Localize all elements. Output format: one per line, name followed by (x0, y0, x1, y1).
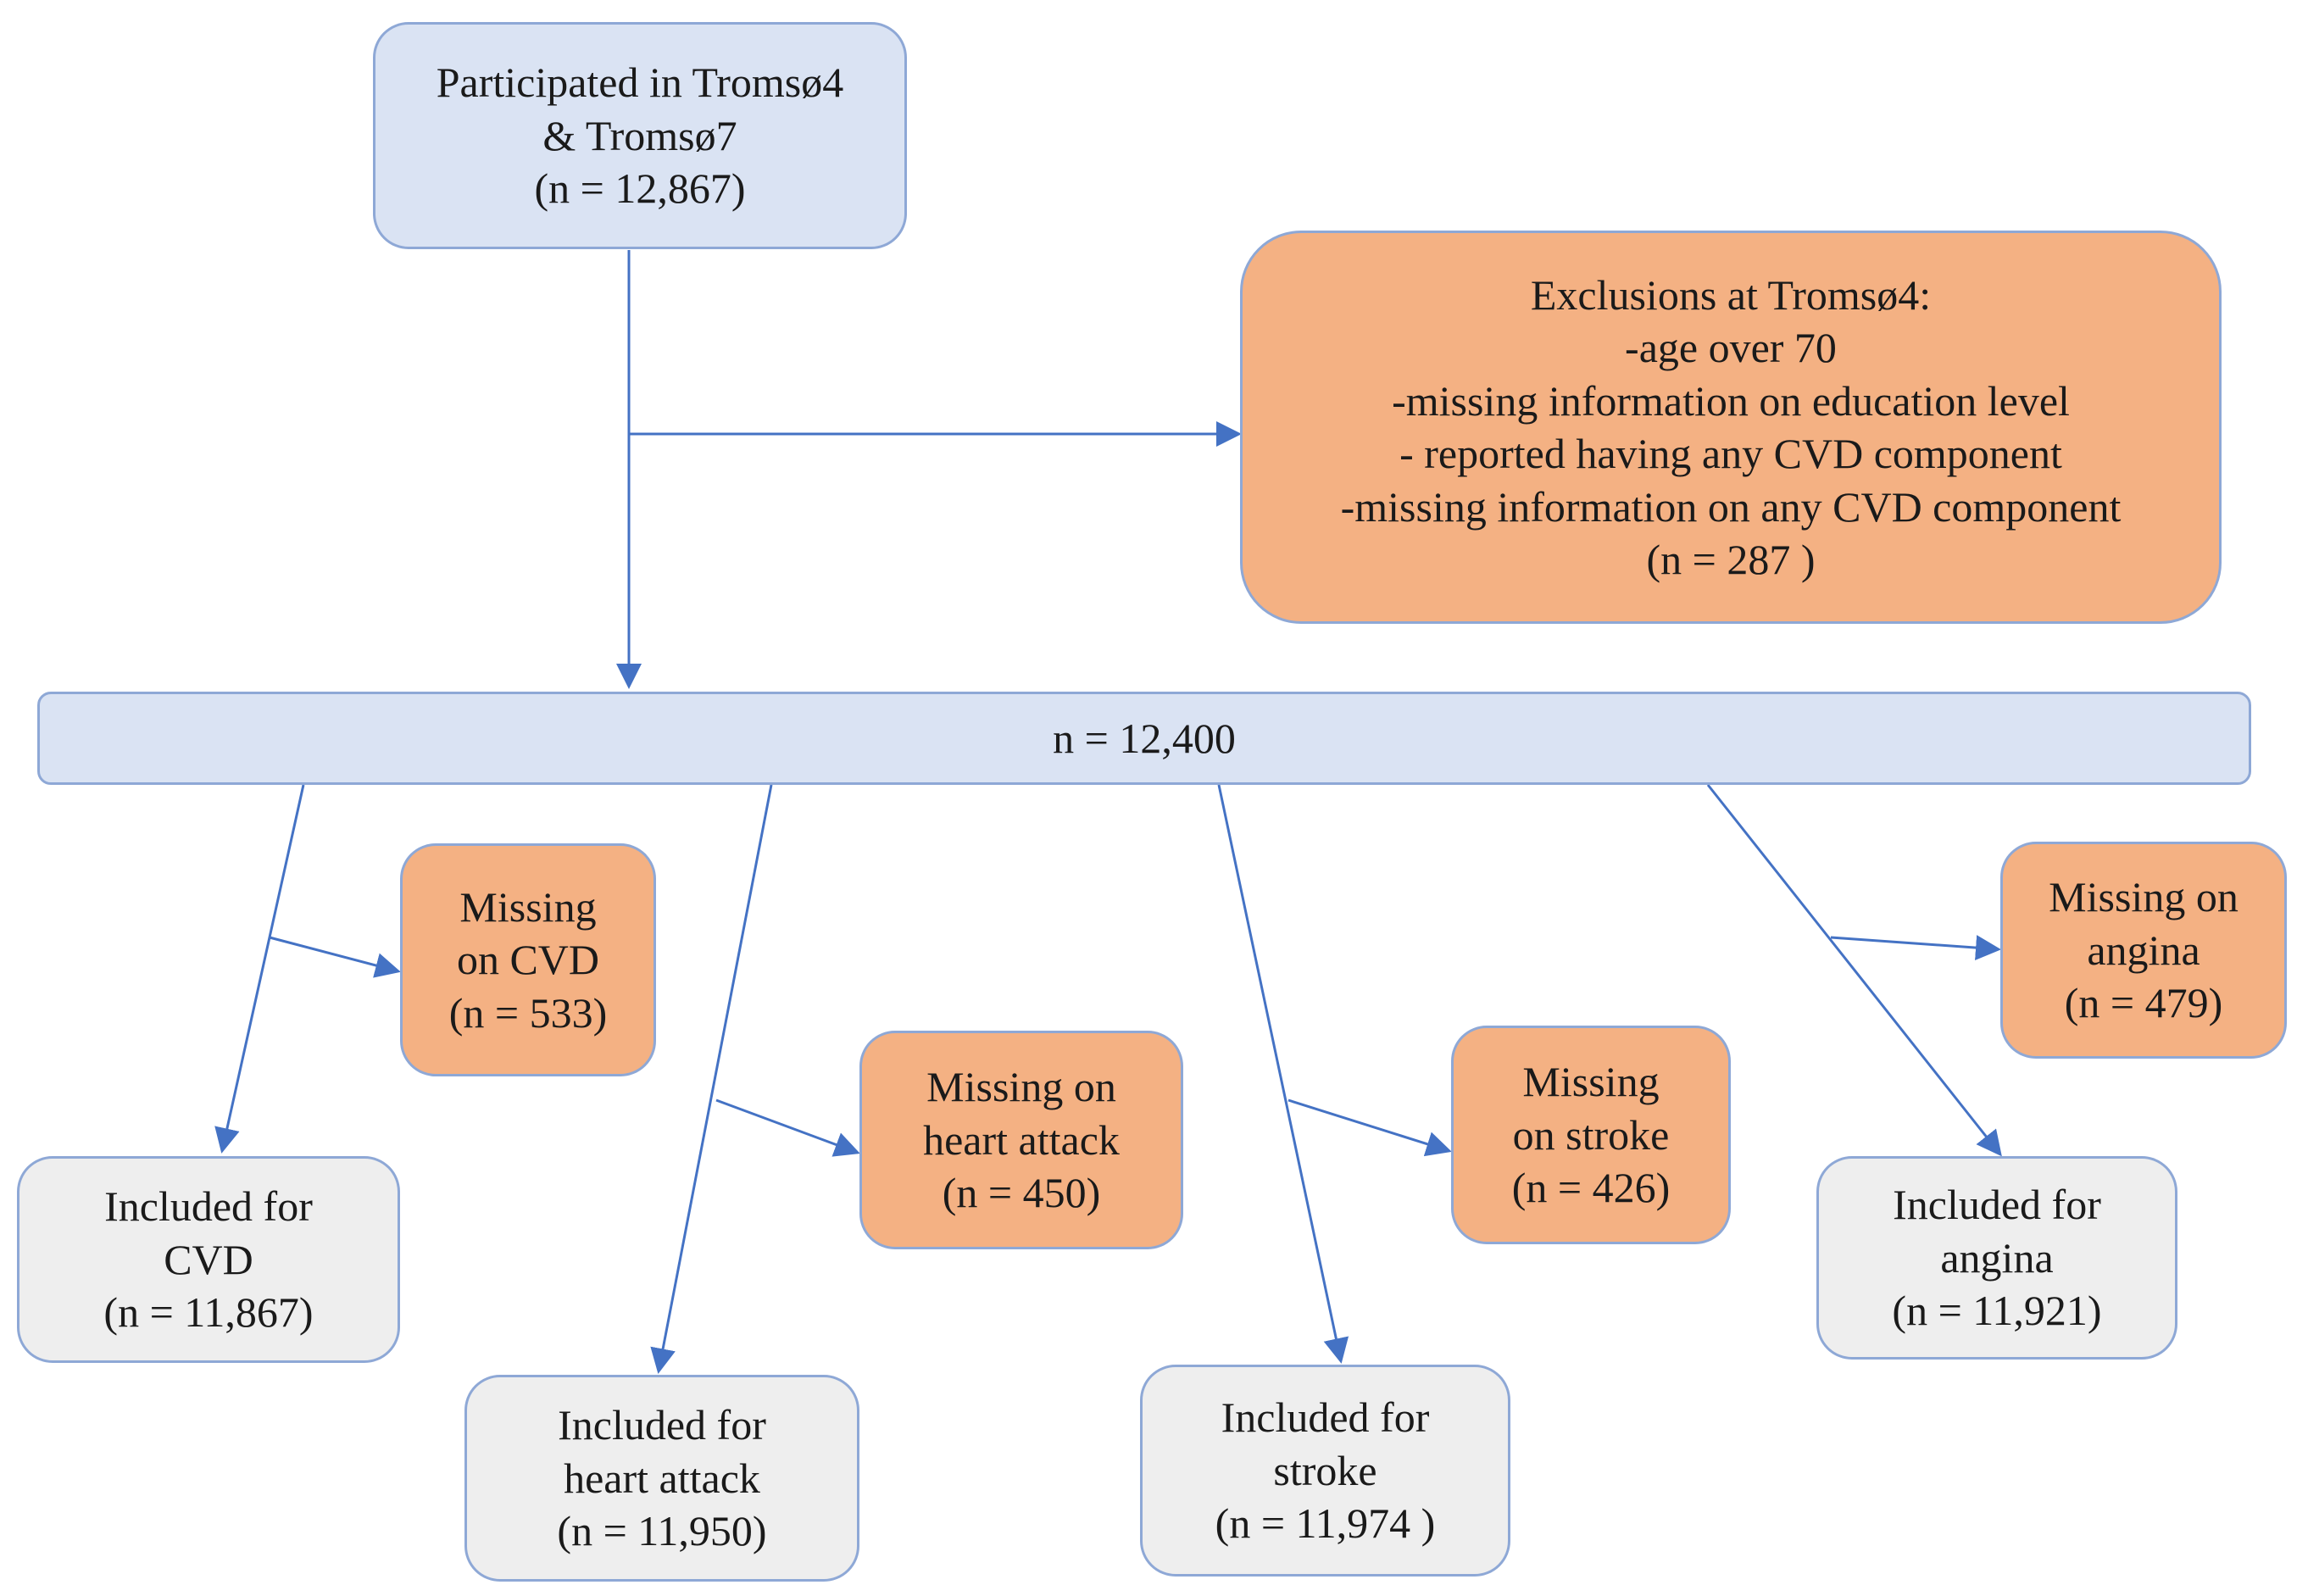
included-heart-attack-box: Included for heart attack (n = 11,950) (464, 1375, 859, 1582)
included-angina-line-2: angina (1940, 1233, 2054, 1282)
exclusion-age: -age over 70 (1625, 324, 1837, 371)
missing-stroke-line-2: on stroke (1512, 1110, 1670, 1159)
missing-cvd-line-2: on CVD (456, 936, 600, 984)
exclusions-count: (n = 287 ) (1646, 536, 1816, 583)
included-angina-line-1: Included for (1893, 1181, 2101, 1229)
missing-cvd-line-1: Missing (459, 882, 597, 931)
missing-cvd-count: (n = 533) (448, 988, 608, 1037)
exclusion-cvd-missing: -missing information on any CVD componen… (1340, 482, 2122, 531)
arrow-to-missing-angina (1830, 935, 2001, 961)
included-stroke-count: (n = 11,974 ) (1215, 1499, 1436, 1548)
included-heart-attack-line-2: heart attack (564, 1454, 760, 1502)
participated-line-1: Participated in Tromsø4 (436, 58, 844, 107)
included-angina-count: (n = 11,921) (1892, 1287, 2102, 1335)
missing-angina-line-2: angina (2087, 926, 2200, 974)
included-cvd-line-2: CVD (164, 1235, 253, 1283)
included-cvd-line-1: Included for (104, 1182, 313, 1231)
missing-stroke-box: Missing on stroke (n = 426) (1451, 1026, 1731, 1244)
arrow-to-missing-cvd (269, 936, 401, 978)
included-angina-box: Included for angina (n = 11,921) (1816, 1156, 2177, 1360)
included-cvd-count: (n = 11,867) (103, 1288, 314, 1337)
missing-cvd-box: Missing on CVD (n = 533) (400, 843, 656, 1076)
arrow-total-to-included-stroke (1217, 784, 1349, 1364)
included-stroke-line-1: Included for (1221, 1393, 1430, 1442)
arrow-total-to-included-heart-attack (650, 784, 773, 1374)
missing-angina-box: Missing on angina (n = 479) (2000, 842, 2287, 1059)
participated-count: (n = 12,867) (534, 164, 746, 213)
missing-heart-attack-line-2: heart attack (923, 1115, 1120, 1164)
missing-stroke-line-1: Missing (1522, 1058, 1660, 1106)
arrow-total-to-included-cvd (214, 784, 305, 1154)
arrow-to-missing-stroke (1287, 1098, 1452, 1157)
included-cvd-box: Included for CVD (n = 11,867) (17, 1156, 400, 1363)
included-heart-attack-line-1: Included for (558, 1401, 766, 1449)
missing-angina-count: (n = 479) (2064, 979, 2223, 1027)
participated-box: Participated in Tromsø4 & Tromsø7 (n = 1… (373, 22, 907, 249)
participated-line-2: & Tromsø7 (542, 111, 737, 159)
included-stroke-box: Included for stroke (n = 11,974 ) (1140, 1365, 1510, 1577)
missing-stroke-count: (n = 426) (1511, 1164, 1671, 1212)
missing-angina-line-1: Missing on (2049, 873, 2238, 921)
included-heart-attack-count: (n = 11,950) (557, 1507, 767, 1555)
missing-heart-attack-line-1: Missing on (926, 1063, 1116, 1111)
exclusions-box: Exclusions at Tromsø4: -age over 70 -mis… (1240, 231, 2222, 624)
total-count: n = 12,400 (1053, 714, 1236, 762)
exclusions-title: Exclusions at Tromsø4: (1530, 270, 1932, 319)
arrow-total-to-included-angina (1706, 784, 2002, 1157)
arrow-to-missing-heart-attack (715, 1098, 860, 1157)
missing-heart-attack-box: Missing on heart attack (n = 450) (859, 1031, 1183, 1249)
exclusion-cvd-reported: - reported having any CVD component (1399, 430, 2062, 477)
included-stroke-line-2: stroke (1273, 1446, 1377, 1494)
exclusion-education: -missing information on education level (1392, 376, 2070, 425)
total-box: n = 12,400 (37, 692, 2251, 785)
missing-heart-attack-count: (n = 450) (942, 1169, 1101, 1217)
